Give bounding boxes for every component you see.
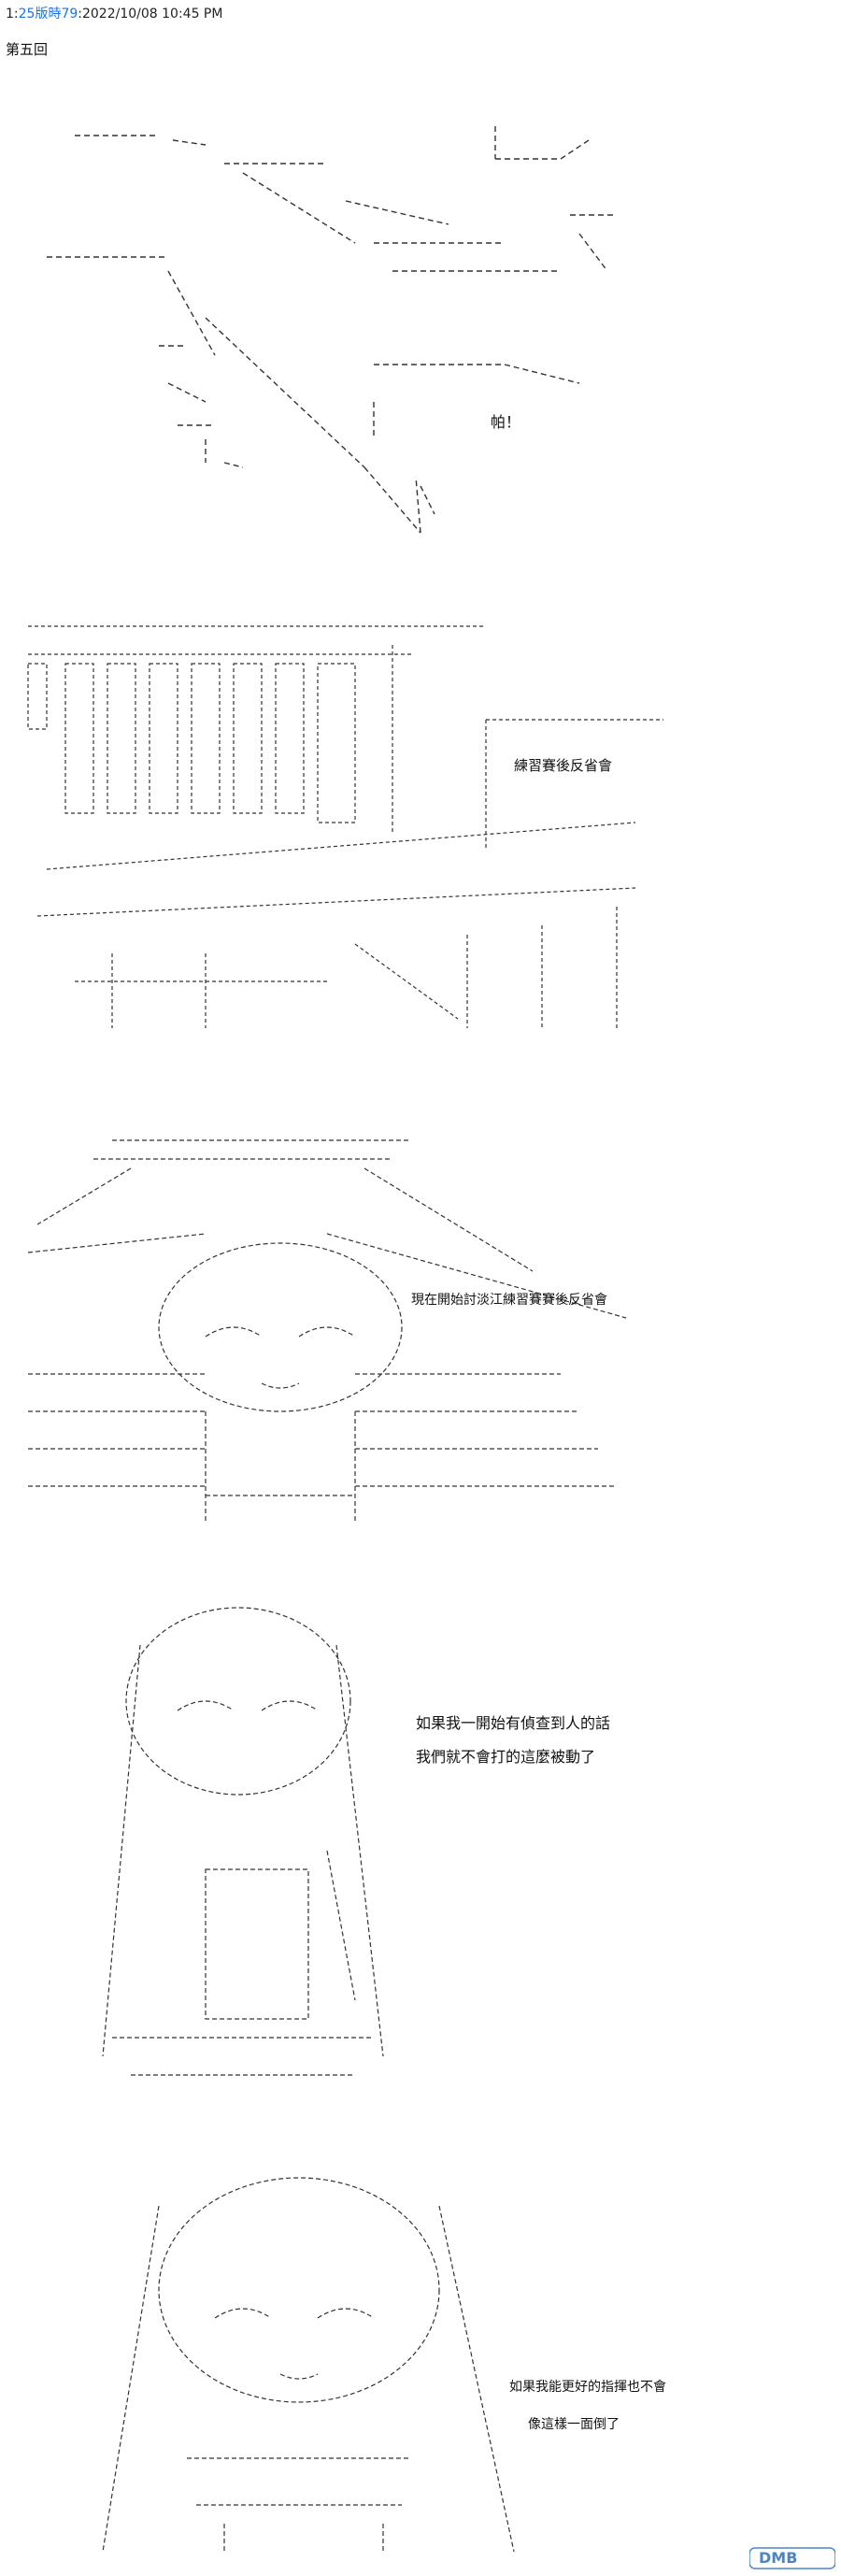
post-header: 1:25版時79:2022/10/08 10:45 PM bbox=[6, 6, 222, 22]
header-link[interactable]: 25版時79 bbox=[18, 7, 78, 21]
panel-airplane: 帕！ bbox=[19, 103, 654, 551]
panel-speaker-hat: 現在開始討淡江練習賽賽後反省會 bbox=[19, 1103, 691, 1533]
panel-long-hair-2-caption-2: 像這樣一面倒了 bbox=[528, 2417, 620, 2432]
long-hair-2-art bbox=[102, 2177, 515, 2552]
dmzj-logo-text: DMB bbox=[759, 2549, 798, 2567]
classroom-art bbox=[27, 625, 663, 1028]
header-prefix: 1: bbox=[6, 7, 19, 21]
panel-airplane-caption: 帕！ bbox=[491, 413, 521, 431]
panel-long-hair-2: 如果我能更好的指揮也不會 像這樣一面倒了 bbox=[84, 2150, 738, 2552]
chapter-title: 第五回 bbox=[6, 41, 49, 58]
panel-long-hair-1: 如果我一開始有偵查到人的話 我們就不會打的這麼被動了 bbox=[84, 1589, 738, 2112]
dmzj-logo: DMB bbox=[748, 2546, 836, 2570]
panel-classroom-caption: 練習賽後反省會 bbox=[514, 757, 613, 774]
speaker-hat-art bbox=[27, 1139, 627, 1524]
airplane-art bbox=[47, 126, 617, 534]
header-timestamp: :2022/10/08 10:45 PM bbox=[78, 7, 223, 21]
panel-long-hair-2-caption-1: 如果我能更好的指揮也不會 bbox=[509, 2380, 666, 2395]
panel-speaker-hat-caption: 現在開始討淡江練習賽賽後反省會 bbox=[411, 1293, 607, 1308]
panel-long-hair-1-caption-2: 我們就不會打的這麼被動了 bbox=[416, 1748, 596, 1766]
long-hair-art bbox=[102, 1607, 384, 2076]
panel-classroom: 練習賽後反省會 bbox=[19, 608, 673, 1038]
panel-long-hair-1-caption-1: 如果我一開始有偵查到人的話 bbox=[416, 1714, 611, 1732]
